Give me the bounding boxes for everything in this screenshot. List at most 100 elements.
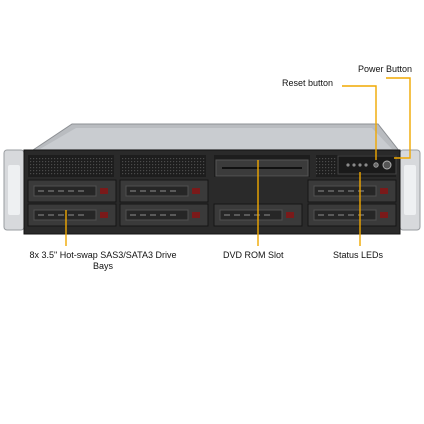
drive-tray-latch[interactable] [100,188,108,194]
drive-tray-vent [58,190,64,192]
vent-hole [93,170,95,172]
drive-tray-vent [348,214,354,216]
vent-hole [96,167,98,169]
vent-hole [128,164,130,166]
vent-hole [134,164,136,166]
vent-hole [90,170,92,172]
drive-tray-latch[interactable] [380,212,388,218]
vent-hole [99,173,101,175]
vent-hole [182,164,184,166]
vent-hole [155,158,157,160]
vent-hole [161,173,163,175]
vent-hole [42,161,44,163]
vent-hole [125,167,127,169]
vent-hole [30,161,32,163]
drive-tray[interactable] [307,203,397,227]
vent-hole [140,164,142,166]
vent-hole [54,170,56,172]
vent-hole [63,173,65,175]
drive-tray-vent [140,214,146,216]
power-button-callout-line [386,77,411,159]
vent-hole [203,167,205,169]
vent-hole [81,158,83,160]
drive-tray-latch[interactable] [192,212,200,218]
vent-hole [146,161,148,163]
drive-tray-latch[interactable] [286,212,294,218]
status-led [364,163,368,167]
vent-hole [90,173,92,175]
vent-hole [316,161,318,163]
drive-tray[interactable] [27,179,117,203]
vent-hole [319,164,321,166]
vent-hole [185,170,187,172]
vent-hole [128,170,130,172]
vent-hole [72,173,74,175]
vent-hole [170,158,172,160]
vent-hole [131,161,133,163]
vent-hole [149,164,151,166]
vent-hole [60,170,62,172]
vent-hole [200,161,202,163]
reset-button[interactable] [373,162,379,168]
drive-tray[interactable] [307,179,397,203]
drive-tray-latch[interactable] [380,188,388,194]
vent-hole [63,161,65,163]
vent-hole [128,158,130,160]
vent-hole [164,167,166,169]
vent-hole [316,173,318,175]
vent-hole [78,161,80,163]
vent-hole [188,164,190,166]
drive-tray-latch[interactable] [100,212,108,218]
drive-bays [27,179,397,227]
drive-tray-handle [125,209,189,221]
drive-tray[interactable] [27,203,117,227]
vent-hole [96,170,98,172]
vent-hole [170,167,172,169]
drive-tray[interactable] [119,203,209,227]
vent-hole [161,170,163,172]
vent-hole [30,158,32,160]
drive-tray-vent [224,214,230,216]
vent-hole [36,161,38,163]
vent-hole [122,161,124,163]
vent-hole [99,170,101,172]
vent-hole [134,167,136,169]
drive-bays-label-line2: Bays [92,261,113,271]
reset-button-callout-line [342,85,377,160]
vent-hole [108,158,110,160]
vent-hole [331,158,333,160]
vent-hole [158,158,160,160]
vent-hole [149,158,151,160]
vent-hole [176,158,178,160]
vent-hole [161,167,163,169]
vent-hole [39,173,41,175]
vent-hole [131,170,133,172]
vent-hole [42,164,44,166]
vent-hole [48,164,50,166]
drive-tray-vent [150,214,156,216]
vent-hole [185,164,187,166]
power-button[interactable] [382,160,392,170]
vent-hole [152,167,154,169]
vent-hole [87,164,89,166]
vent-hole [78,158,80,160]
vent-hole [167,158,169,160]
vent-hole [331,161,333,163]
vent-hole [322,170,324,172]
vent-hole [188,167,190,169]
vent-hole [179,173,181,175]
drive-tray[interactable] [119,179,209,203]
vent-hole [325,170,327,172]
drive-tray-vent [318,190,324,192]
drive-tray-handle [313,185,377,197]
vent-hole [161,161,163,163]
vent-hole [33,170,35,172]
drive-tray-latch[interactable] [192,188,200,194]
vent-hole [161,164,163,166]
vent-hole [63,164,65,166]
vent-hole [316,170,318,172]
vent-hole [203,164,205,166]
vent-hole [99,161,101,163]
vent-hole [334,164,336,166]
drive-tray-vent [328,214,334,216]
